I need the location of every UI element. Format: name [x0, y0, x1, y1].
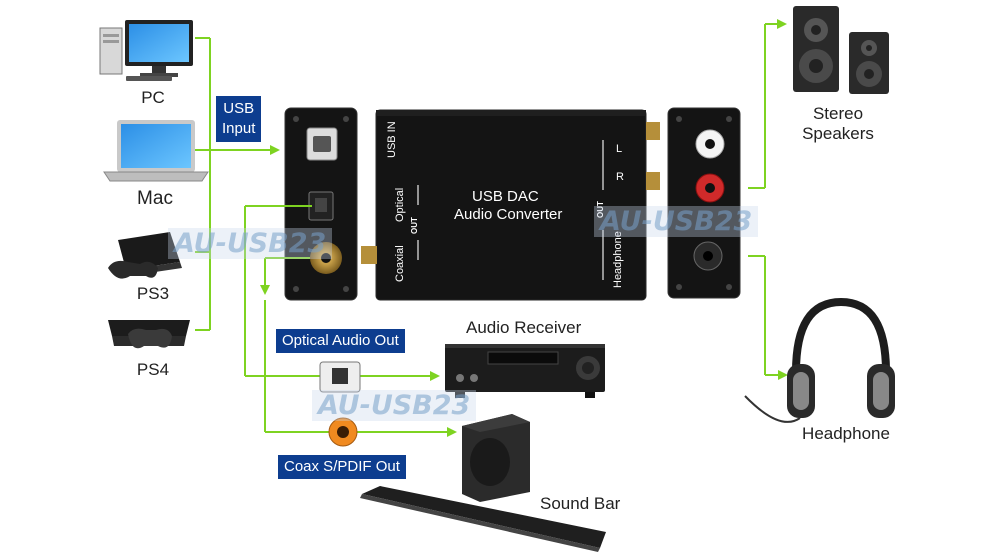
watermark-left: AU-USB23	[168, 228, 333, 259]
audio-receiver-icon	[445, 344, 605, 398]
device-label-r: R	[616, 171, 624, 183]
watermark-right: AU-USB23	[594, 206, 759, 237]
device-title-line2: Audio Converter	[454, 206, 563, 223]
source-label-pc: PC	[141, 88, 165, 107]
source-label-mac: Mac	[137, 188, 173, 209]
sound-bar-icon	[360, 486, 606, 552]
right-panel	[667, 107, 741, 299]
device-label-usb-in: USB IN	[386, 121, 398, 158]
usb-input-badge: USB Input	[216, 96, 262, 142]
converter-box	[361, 109, 660, 301]
device-label-headphone: Headphone	[612, 231, 624, 288]
subwoofer-icon	[462, 414, 530, 502]
headphone-icon	[744, 297, 895, 423]
output-label-stereo-speakers: Stereo Speakers	[802, 104, 874, 144]
coax-port-icon	[328, 417, 358, 447]
source-connectors	[195, 37, 280, 331]
device-title-line1: USB DAC	[472, 188, 539, 205]
ps4-icon	[108, 320, 190, 349]
watermark-bottom: AU-USB23	[312, 390, 477, 421]
pc-icon	[99, 20, 193, 81]
output-connectors	[244, 19, 788, 437]
left-panel	[284, 107, 358, 301]
stereo-speakers-icon	[793, 6, 889, 94]
device-label-l: L	[616, 143, 623, 155]
device-label-optical: Optical	[394, 187, 406, 222]
stereo-speakers-line1: Stereo	[812, 104, 864, 123]
usb-input-badge-line2: Input	[222, 120, 256, 137]
ps3-icon	[108, 232, 182, 279]
device-label-coaxial: Coaxial	[394, 245, 406, 282]
source-label-ps4: PS4	[136, 360, 170, 379]
stereo-speakers-line2: Speakers	[802, 124, 874, 143]
source-label-ps3: PS3	[136, 284, 170, 303]
optical-port-icon	[319, 361, 361, 393]
device-label-out-left: OUT	[410, 217, 419, 234]
usb-input-badge-line1: USB	[223, 100, 255, 117]
optical-audio-out-badge: Optical Audio Out	[276, 329, 405, 353]
output-label-audio-receiver: Audio Receiver	[466, 318, 582, 337]
output-label-headphone: Headphone	[802, 424, 890, 443]
output-label-sound-bar: Sound Bar	[540, 494, 621, 513]
coax-spdif-out-badge: Coax S/PDIF Out	[278, 455, 406, 479]
mac-icon	[103, 120, 209, 182]
